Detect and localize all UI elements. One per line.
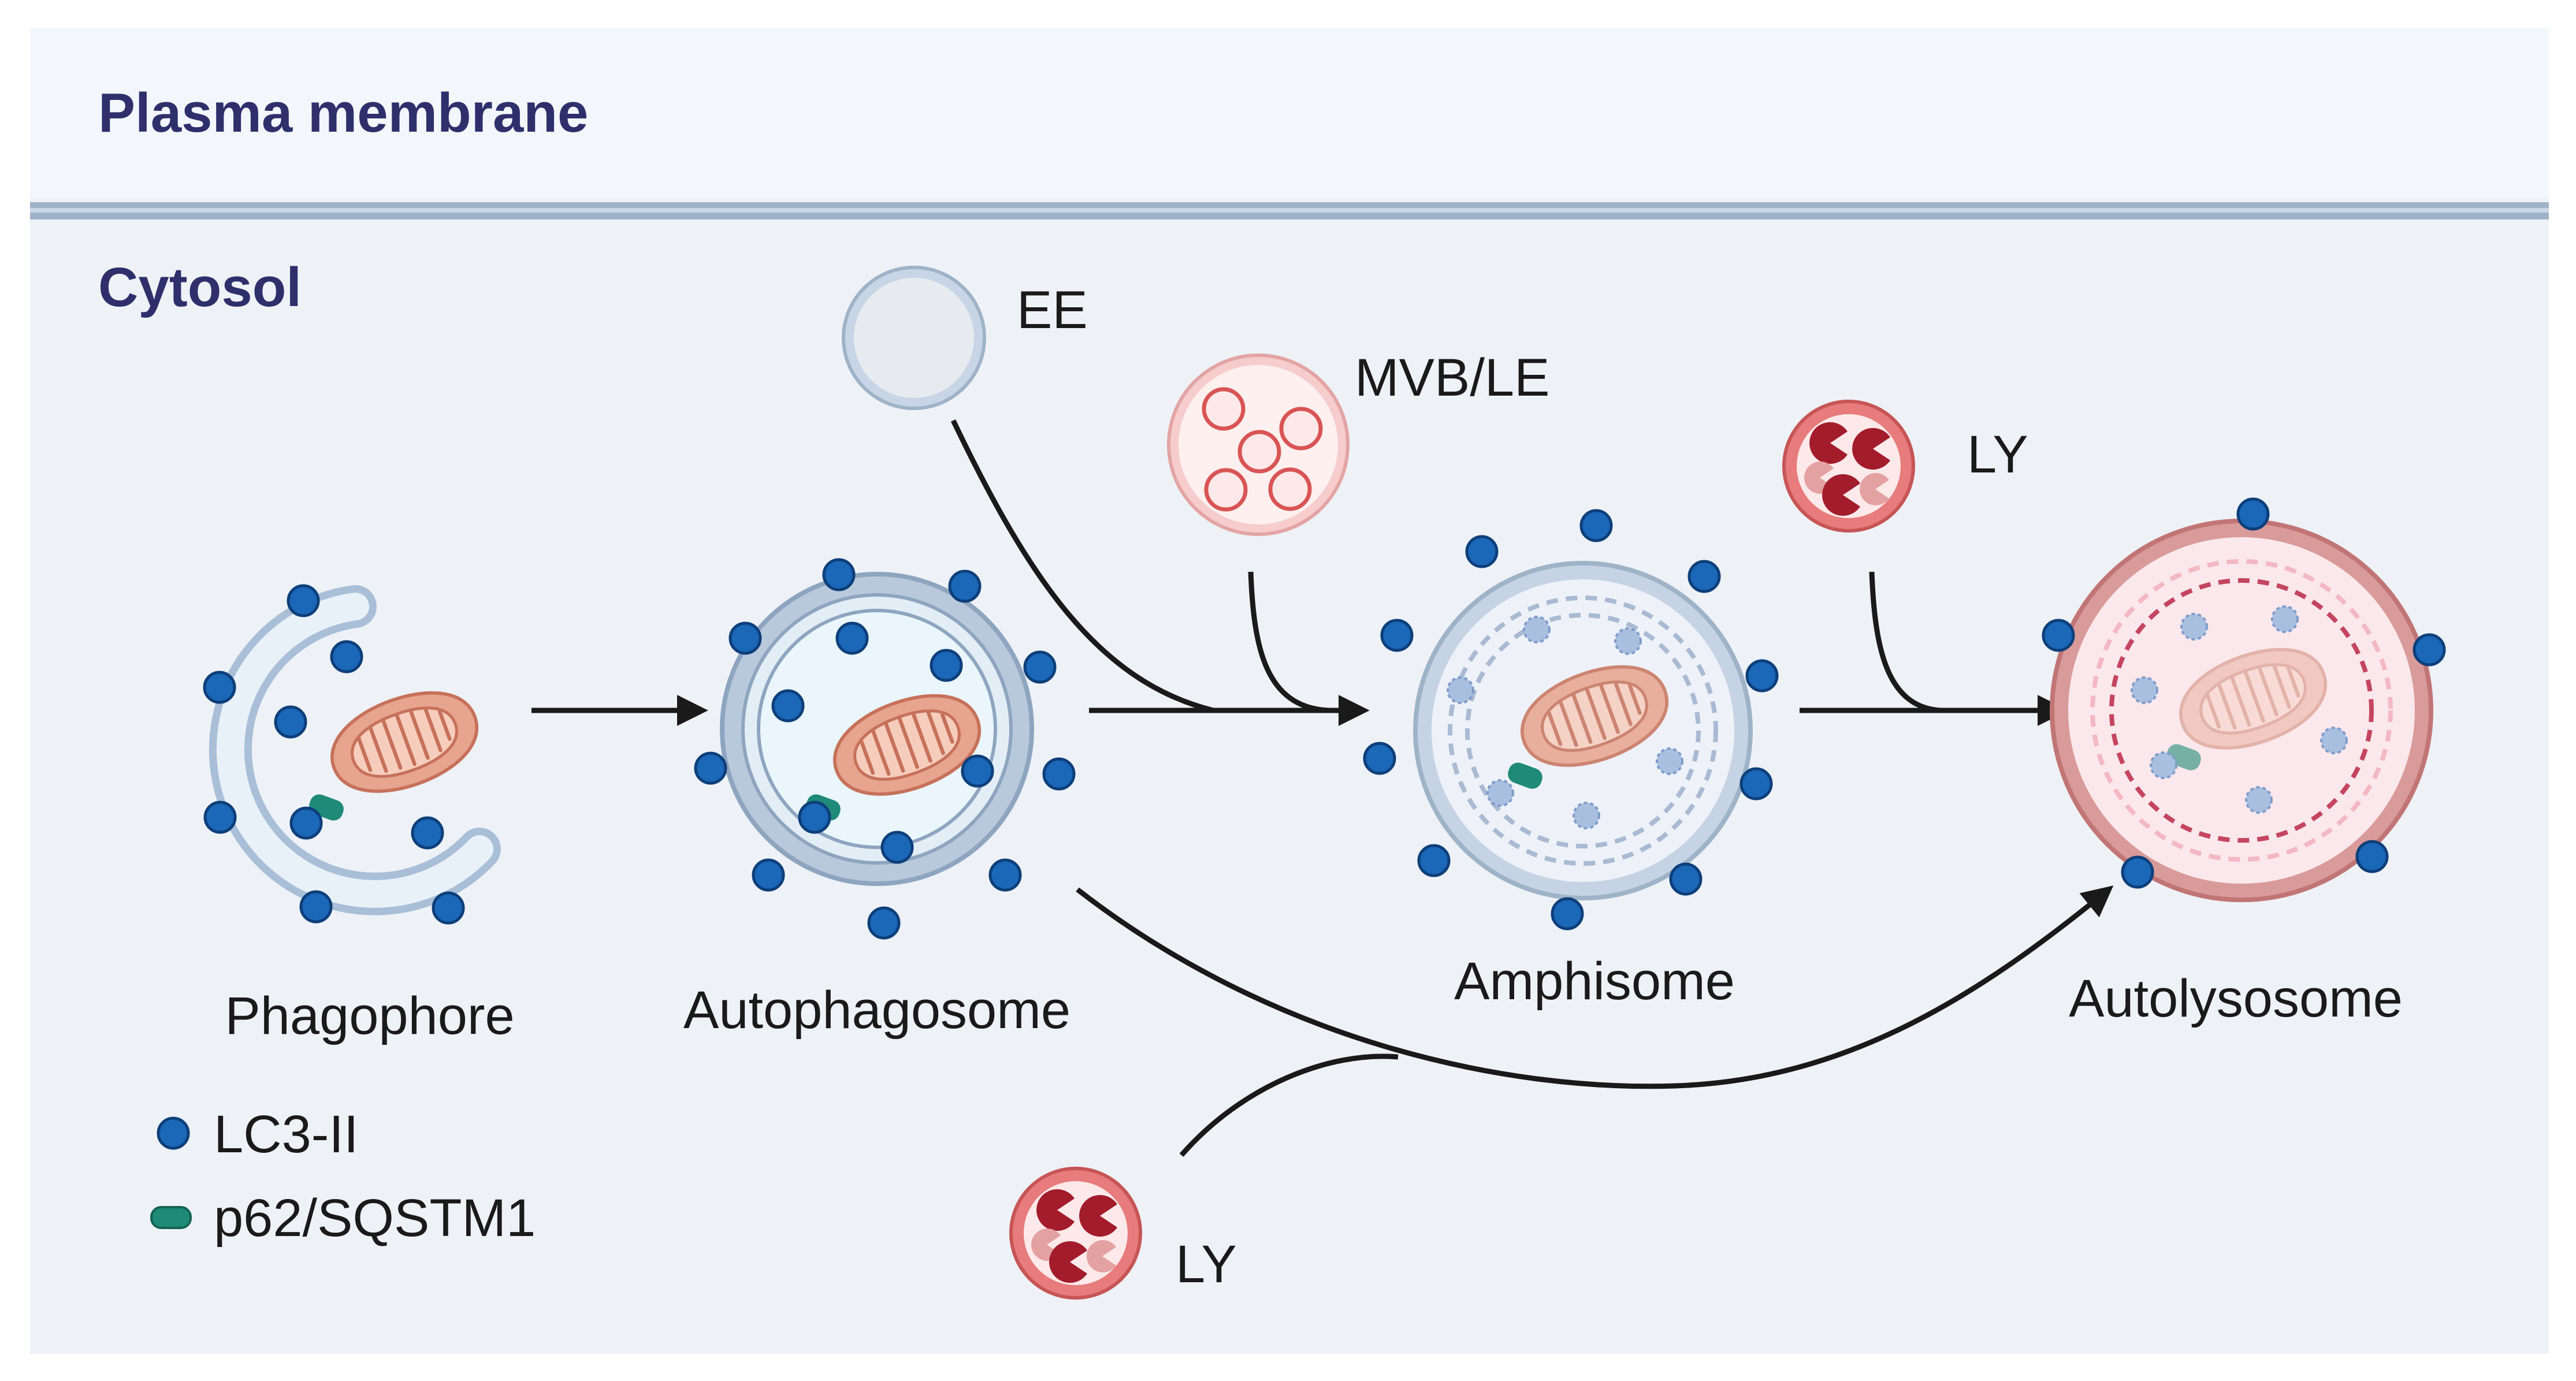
lysosome-top bbox=[1784, 401, 1913, 531]
phagophore-label: Phagophore bbox=[225, 987, 514, 1045]
mvb-le-label: MVB/LE bbox=[1355, 348, 1549, 407]
ly-bottom-label: LY bbox=[1176, 1235, 1237, 1294]
arrow-ee-merge bbox=[950, 419, 1214, 713]
autolysosome-label: Autolysosome bbox=[2069, 969, 2403, 1028]
p62-legend-swatch bbox=[150, 1206, 192, 1229]
multivesicular-body bbox=[1167, 353, 1350, 536]
early-endosome bbox=[842, 266, 986, 410]
arrow-ly-top-merge bbox=[1869, 571, 1942, 713]
cytosol-label: Cytosol bbox=[98, 256, 302, 318]
phagophore bbox=[205, 586, 501, 923]
ee-label: EE bbox=[1017, 281, 1088, 340]
autophagosome bbox=[696, 560, 1074, 938]
autolysosome bbox=[2043, 499, 2444, 902]
amphisome-label: Amphisome bbox=[1454, 952, 1735, 1011]
p62-legend-label: p62/SQSTM1 bbox=[214, 1189, 536, 1248]
lc3-legend-label: LC3-II bbox=[214, 1105, 359, 1164]
lysosome-bottom bbox=[1011, 1168, 1140, 1298]
plasma-membrane-label: Plasma membrane bbox=[98, 82, 588, 144]
arrow-ly-bottom-merge bbox=[1179, 1054, 1399, 1157]
autophagosome-label: Autophagosome bbox=[683, 981, 1070, 1040]
lc3-legend-swatch bbox=[158, 1118, 188, 1148]
membrane-band-inner bbox=[30, 208, 2549, 213]
plasma-membrane-region bbox=[30, 28, 2549, 199]
ly-top-label: LY bbox=[1967, 425, 2028, 484]
amphisome bbox=[1365, 511, 1777, 929]
arrow-autophagosome-to-autolysosome bbox=[1076, 885, 2114, 1089]
legend: LC3-II p62/SQSTM1 bbox=[150, 1105, 536, 1248]
arrow-mvb-merge bbox=[1248, 571, 1329, 713]
